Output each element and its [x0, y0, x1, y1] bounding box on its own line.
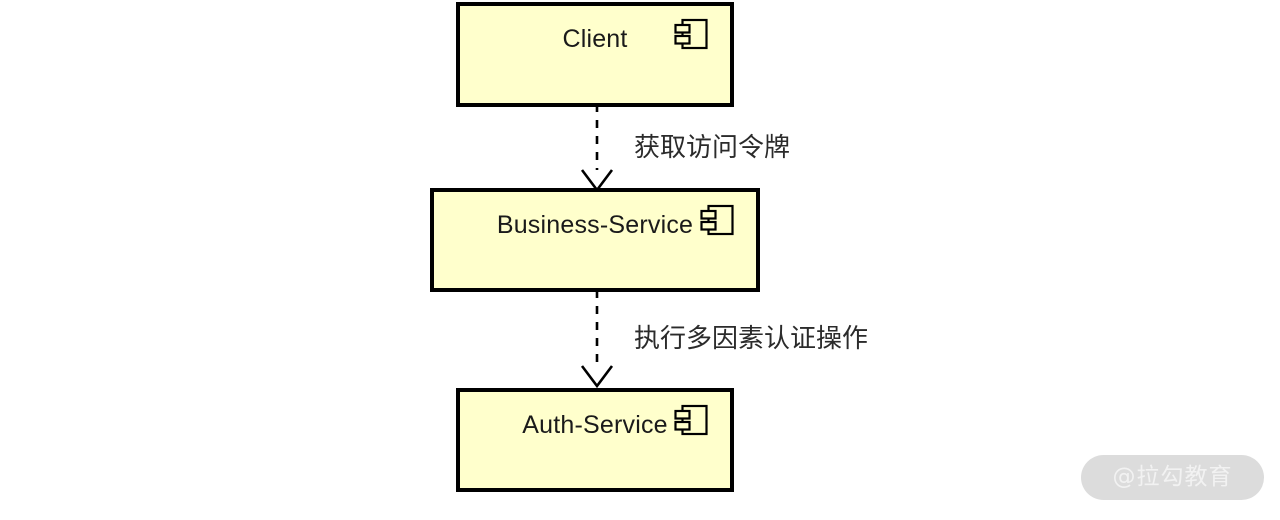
component-auth-service-label: Auth-Service [522, 411, 668, 439]
watermark-text: @拉勾教育 [1112, 464, 1233, 490]
connector-client-to-business [580, 104, 614, 193]
component-business-service[interactable]: Business-Service [430, 188, 760, 292]
connector-business-to-auth-label: 执行多因素认证操作 [634, 324, 869, 354]
uml-component-icon [700, 204, 734, 236]
connector-business-to-auth [580, 290, 614, 389]
uml-component-icon [674, 18, 708, 50]
uml-component-icon [674, 404, 708, 436]
connector-client-to-business-label: 获取访问令牌 [634, 133, 791, 163]
component-business-service-label: Business-Service [496, 211, 694, 239]
component-client-label: Client [562, 25, 628, 53]
component-auth-service[interactable]: Auth-Service [456, 388, 734, 492]
watermark-badge: @拉勾教育 [1081, 455, 1264, 500]
component-client[interactable]: Client [456, 2, 734, 107]
